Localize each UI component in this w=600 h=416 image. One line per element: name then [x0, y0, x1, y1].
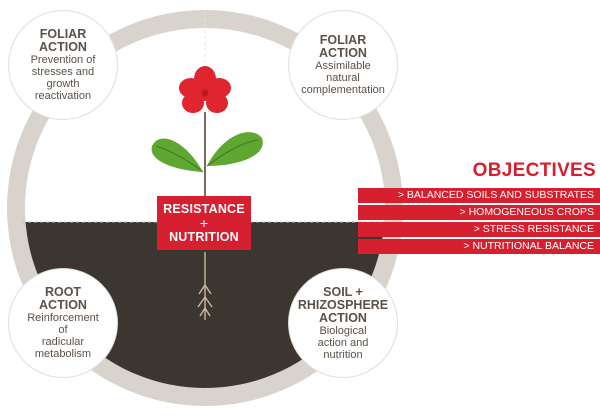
- card-description: Biological action and nutrition: [317, 324, 369, 361]
- resistance-nutrition-label: RESISTANCE + NUTRITION: [157, 196, 251, 250]
- objectives-title: OBJECTIVES: [472, 160, 596, 181]
- objective-item: > STRESS RESISTANCE: [358, 222, 600, 237]
- card-title: SOIL + RHIZOSPHERE ACTION: [297, 284, 389, 325]
- leaf-right-vein: [206, 139, 259, 167]
- card-root-action: ROOT ACTION Reinforcement of radicular m…: [8, 268, 118, 378]
- center-label-line1: RESISTANCE: [163, 201, 245, 216]
- objective-item: > HOMOGENEOUS CROPS: [358, 205, 600, 220]
- card-soil-rhizosphere-action: SOIL + RHIZOSPHERE ACTION Biological act…: [288, 268, 398, 378]
- center-label-line2: NUTRITION: [169, 229, 239, 244]
- objective-item: > BALANCED SOILS AND SUBSTRATES: [358, 188, 600, 203]
- card-description: Reinforcement of radicular metabolism: [27, 312, 99, 360]
- card-description: Prevention of stresses and growth reacti…: [30, 54, 96, 102]
- card-title: ROOT ACTION: [39, 285, 87, 312]
- card-title: FOLIAR ACTION: [319, 33, 367, 60]
- card-title: FOLIAR ACTION: [39, 27, 87, 54]
- card-foliar-action-left: FOLIAR ACTION Prevention of stresses and…: [8, 10, 118, 120]
- flower-center: [201, 89, 209, 97]
- top-plus-marker: +: [200, 33, 208, 49]
- roots-icon: [197, 252, 213, 320]
- card-description: Assimilable natural complementation: [301, 60, 385, 96]
- card-foliar-action-right: FOLIAR ACTION Assimilable natural comple…: [288, 10, 398, 120]
- leaf-right-icon: [207, 132, 263, 166]
- leaf-left-vein: [155, 145, 204, 173]
- center-label-plus: +: [199, 214, 209, 231]
- objective-item: > NUTRITIONAL BALANCE: [358, 239, 600, 254]
